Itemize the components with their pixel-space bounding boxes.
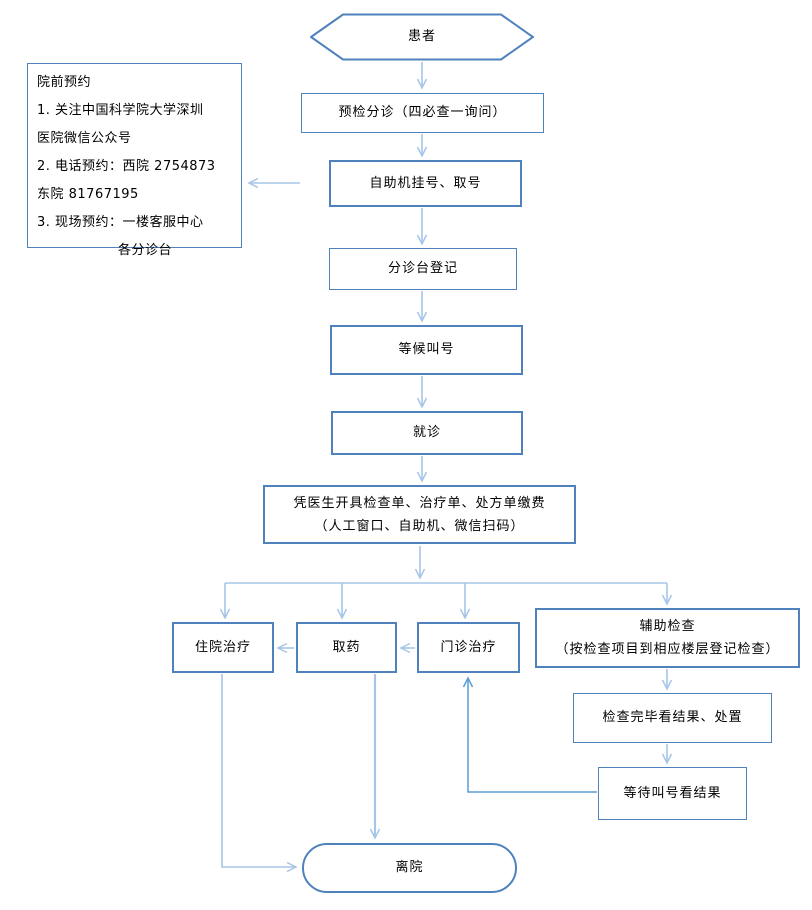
hexagon-shape [310, 13, 534, 61]
node-discharge-label: 离院 [395, 860, 424, 876]
node-aux-exam: 辅助检查 （按检查项目到相应楼层登记检查） [535, 608, 800, 668]
node-exam-done: 检查完毕看结果、处置 [573, 693, 772, 743]
node-inpatient-label: 住院治疗 [194, 639, 251, 655]
node-consult-label: 就诊 [412, 425, 441, 441]
node-kiosk-label: 自助机挂号、取号 [369, 175, 482, 191]
node-pharmacy: 取药 [296, 622, 397, 673]
edge-inpatient-discharge [221, 674, 298, 873]
node-inpatient: 住院治疗 [172, 622, 274, 673]
node-payment: 凭医生开具检查单、治疗单、处方单缴费 （人工窗口、自助机、微信扫码） [263, 485, 576, 544]
node-outpatient-label: 门诊治疗 [440, 639, 497, 655]
node-patient: 患者 [310, 13, 534, 61]
node-wait-result: 等待叫号看结果 [598, 767, 747, 820]
node-exam-done-label: 检查完毕看结果、处置 [602, 710, 743, 726]
node-wait-result-label: 等待叫号看结果 [623, 785, 722, 801]
node-consult: 就诊 [331, 411, 523, 455]
node-pre-appointment: 院前预约 1. 关注中国科学院大学深圳 医院微信公众号 2. 电话预约：西院 2… [27, 63, 242, 258]
node-outpatient: 门诊治疗 [417, 622, 520, 673]
node-desk-register-label: 分诊台登记 [387, 261, 458, 277]
node-patient-label: 患者 [407, 29, 436, 45]
node-wait-call-label: 等候叫号 [398, 342, 455, 358]
node-wait-call: 等候叫号 [330, 325, 523, 375]
node-desk-register: 分诊台登记 [329, 248, 517, 290]
node-discharge: 离院 [302, 843, 517, 893]
node-aux-exam-label: 辅助检查 （按检查项目到相应楼层登记检查） [555, 619, 780, 657]
node-triage: 预检分诊（四必查一询问） [301, 93, 544, 133]
node-triage-label: 预检分诊（四必查一询问） [338, 105, 507, 121]
node-pre-appointment-text: 院前预约 1. 关注中国科学院大学深圳 医院微信公众号 2. 电话预约：西院 2… [37, 75, 216, 258]
node-pharmacy-label: 取药 [332, 639, 361, 655]
node-payment-label: 凭医生开具检查单、治疗单、处方单缴费 （人工窗口、自助机、微信扫码） [293, 495, 546, 534]
node-kiosk: 自助机挂号、取号 [329, 160, 522, 207]
